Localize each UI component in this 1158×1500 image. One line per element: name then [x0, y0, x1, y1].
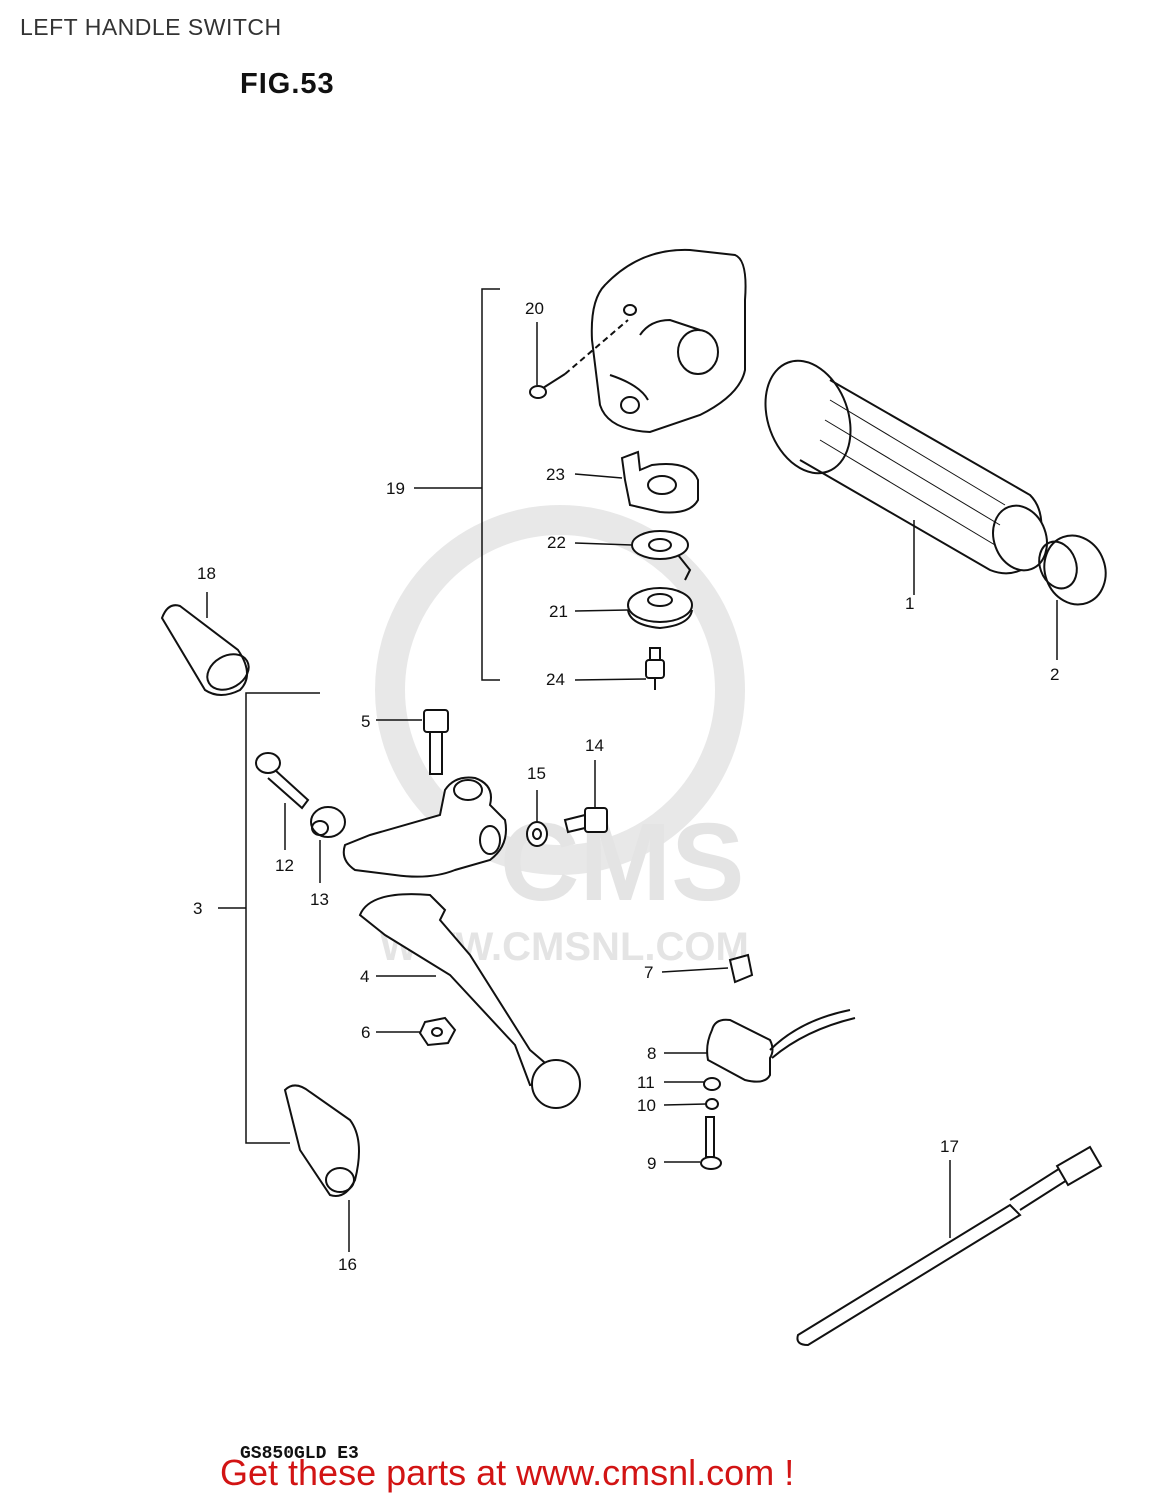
cover-boot-16: [283, 1084, 360, 1197]
washer-15: [526, 821, 548, 847]
handle-grip: [764, 359, 1048, 575]
leader-lines: [206, 288, 1058, 1252]
callout-2: 2: [1050, 665, 1059, 684]
callout-17: 17: [940, 1137, 959, 1156]
part-21: [627, 587, 693, 630]
parts-link[interactable]: Get these parts at www.cmsnl.com !: [220, 1452, 795, 1493]
watermark-brand: CMS: [500, 801, 744, 924]
callout-22: 22: [547, 533, 566, 552]
callout-15: 15: [527, 764, 546, 783]
washer-10: [705, 1098, 719, 1110]
cable-strap: [796, 1145, 1103, 1347]
screw-20: [529, 319, 629, 399]
screw-9: [700, 1116, 722, 1170]
callout-labels: 1 2 3 4 5 6 7 8 9 10 11 12 13 14 15 16 1…: [193, 299, 1059, 1274]
callout-10: 10: [637, 1096, 656, 1115]
washer-11: [703, 1077, 721, 1091]
callout-18: 18: [197, 564, 216, 583]
callout-21: 21: [549, 602, 568, 621]
page-title: LEFT HANDLE SWITCH: [20, 14, 282, 40]
callout-11: 11: [637, 1073, 655, 1092]
callout-9: 9: [647, 1154, 656, 1173]
switch-housing: [590, 248, 747, 434]
figure-label: FIG.53: [240, 68, 335, 100]
callout-14: 14: [585, 736, 604, 755]
callout-6: 6: [361, 1023, 370, 1042]
callout-12: 12: [275, 856, 294, 875]
clutch-lever: [358, 893, 581, 1109]
cover-boot-18: [160, 604, 250, 696]
callout-20: 20: [525, 299, 544, 318]
switch-8: [706, 1009, 856, 1083]
callout-4: 4: [360, 967, 369, 986]
callout-3: 3: [193, 899, 202, 918]
callout-23: 23: [546, 465, 565, 484]
model-code: GS850GLD E3: [240, 1444, 359, 1464]
part-23: [620, 450, 699, 514]
bolt-14: [563, 807, 608, 834]
callout-5: 5: [361, 712, 370, 731]
part-22: [631, 530, 692, 581]
nut-6: [418, 1016, 457, 1047]
part-24: [645, 647, 665, 690]
end-cap: [1038, 534, 1107, 606]
lever-holder: [342, 776, 507, 878]
callout-24: 24: [546, 670, 565, 689]
callout-19: 19: [386, 479, 405, 498]
callout-13: 13: [310, 890, 329, 909]
callout-7: 7: [644, 963, 653, 982]
bolt-5: [423, 709, 449, 775]
adjuster-13: [310, 806, 346, 838]
screw-12: [255, 752, 310, 810]
part-7: [728, 953, 754, 984]
callout-1: 1: [905, 594, 914, 613]
callout-16: 16: [338, 1255, 357, 1274]
callout-8: 8: [647, 1044, 656, 1063]
